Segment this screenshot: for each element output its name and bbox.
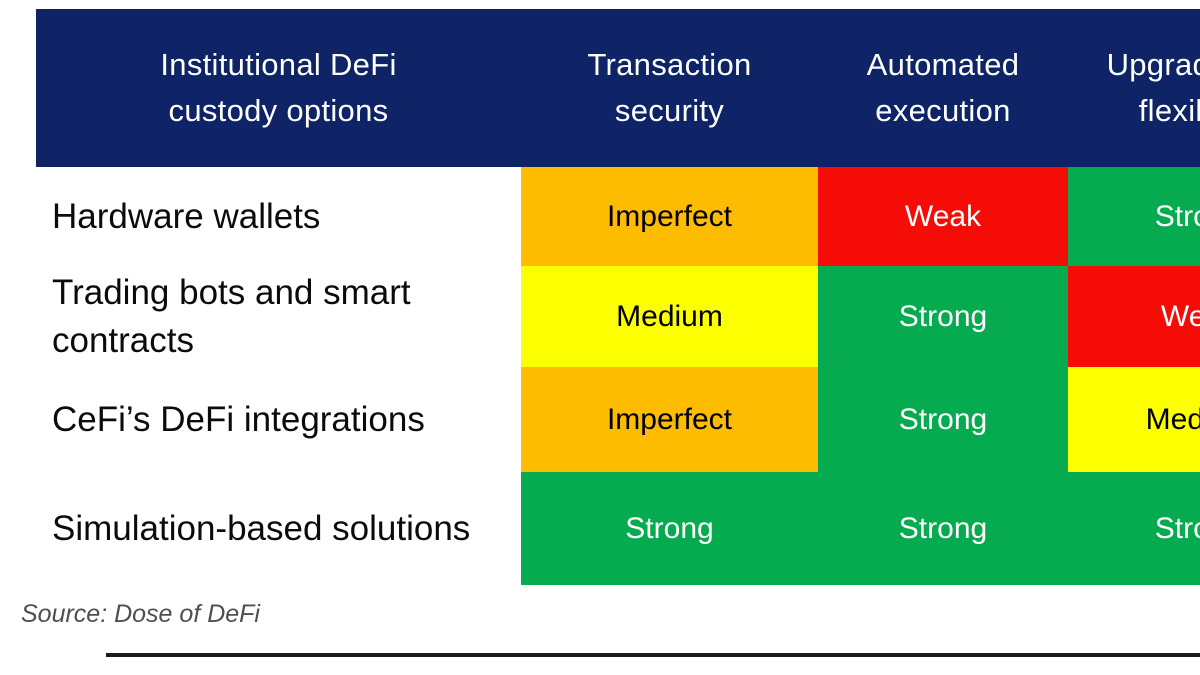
cell-simulation-automated-execution: Strong: [818, 472, 1068, 585]
cell-hardware-wallets-upgradability: Strong: [1068, 167, 1200, 266]
row-label-simulation-based-solutions: Simulation-based solutions: [36, 472, 521, 585]
cell-hardware-wallets-automated-execution: Weak: [818, 167, 1068, 266]
cell-trading-bots-upgradability: Weak: [1068, 266, 1200, 367]
row-label-trading-bots: Trading bots and smart contracts: [36, 266, 521, 367]
cell-simulation-upgradability: Strong: [1068, 472, 1200, 585]
cell-cefi-automated-execution: Strong: [818, 367, 1068, 472]
row-label-cefi-defi-integrations: CeFi’s DeFi integrations: [36, 367, 521, 472]
cell-simulation-transaction-security: Strong: [521, 472, 818, 585]
cell-trading-bots-transaction-security: Medium: [521, 266, 818, 367]
custody-comparison-table: Institutional DeFi custody options Trans…: [36, 9, 1200, 585]
cell-cefi-transaction-security: Imperfect: [521, 367, 818, 472]
cell-cefi-upgradability: Medium: [1068, 367, 1200, 472]
cell-hardware-wallets-transaction-security: Imperfect: [521, 167, 818, 266]
header-row-label-column: Institutional DeFi custody options: [36, 9, 521, 167]
header-transaction-security: Transaction security: [521, 9, 818, 167]
row-label-hardware-wallets: Hardware wallets: [36, 167, 521, 266]
cell-trading-bots-automated-execution: Strong: [818, 266, 1068, 367]
source-caption: Source: Dose of DeFi: [21, 600, 260, 628]
header-automated-execution: Automated execution: [818, 9, 1068, 167]
footer-rule: [106, 653, 1200, 657]
header-upgradability-flexibility: Upgradability flexibility: [1068, 9, 1200, 167]
